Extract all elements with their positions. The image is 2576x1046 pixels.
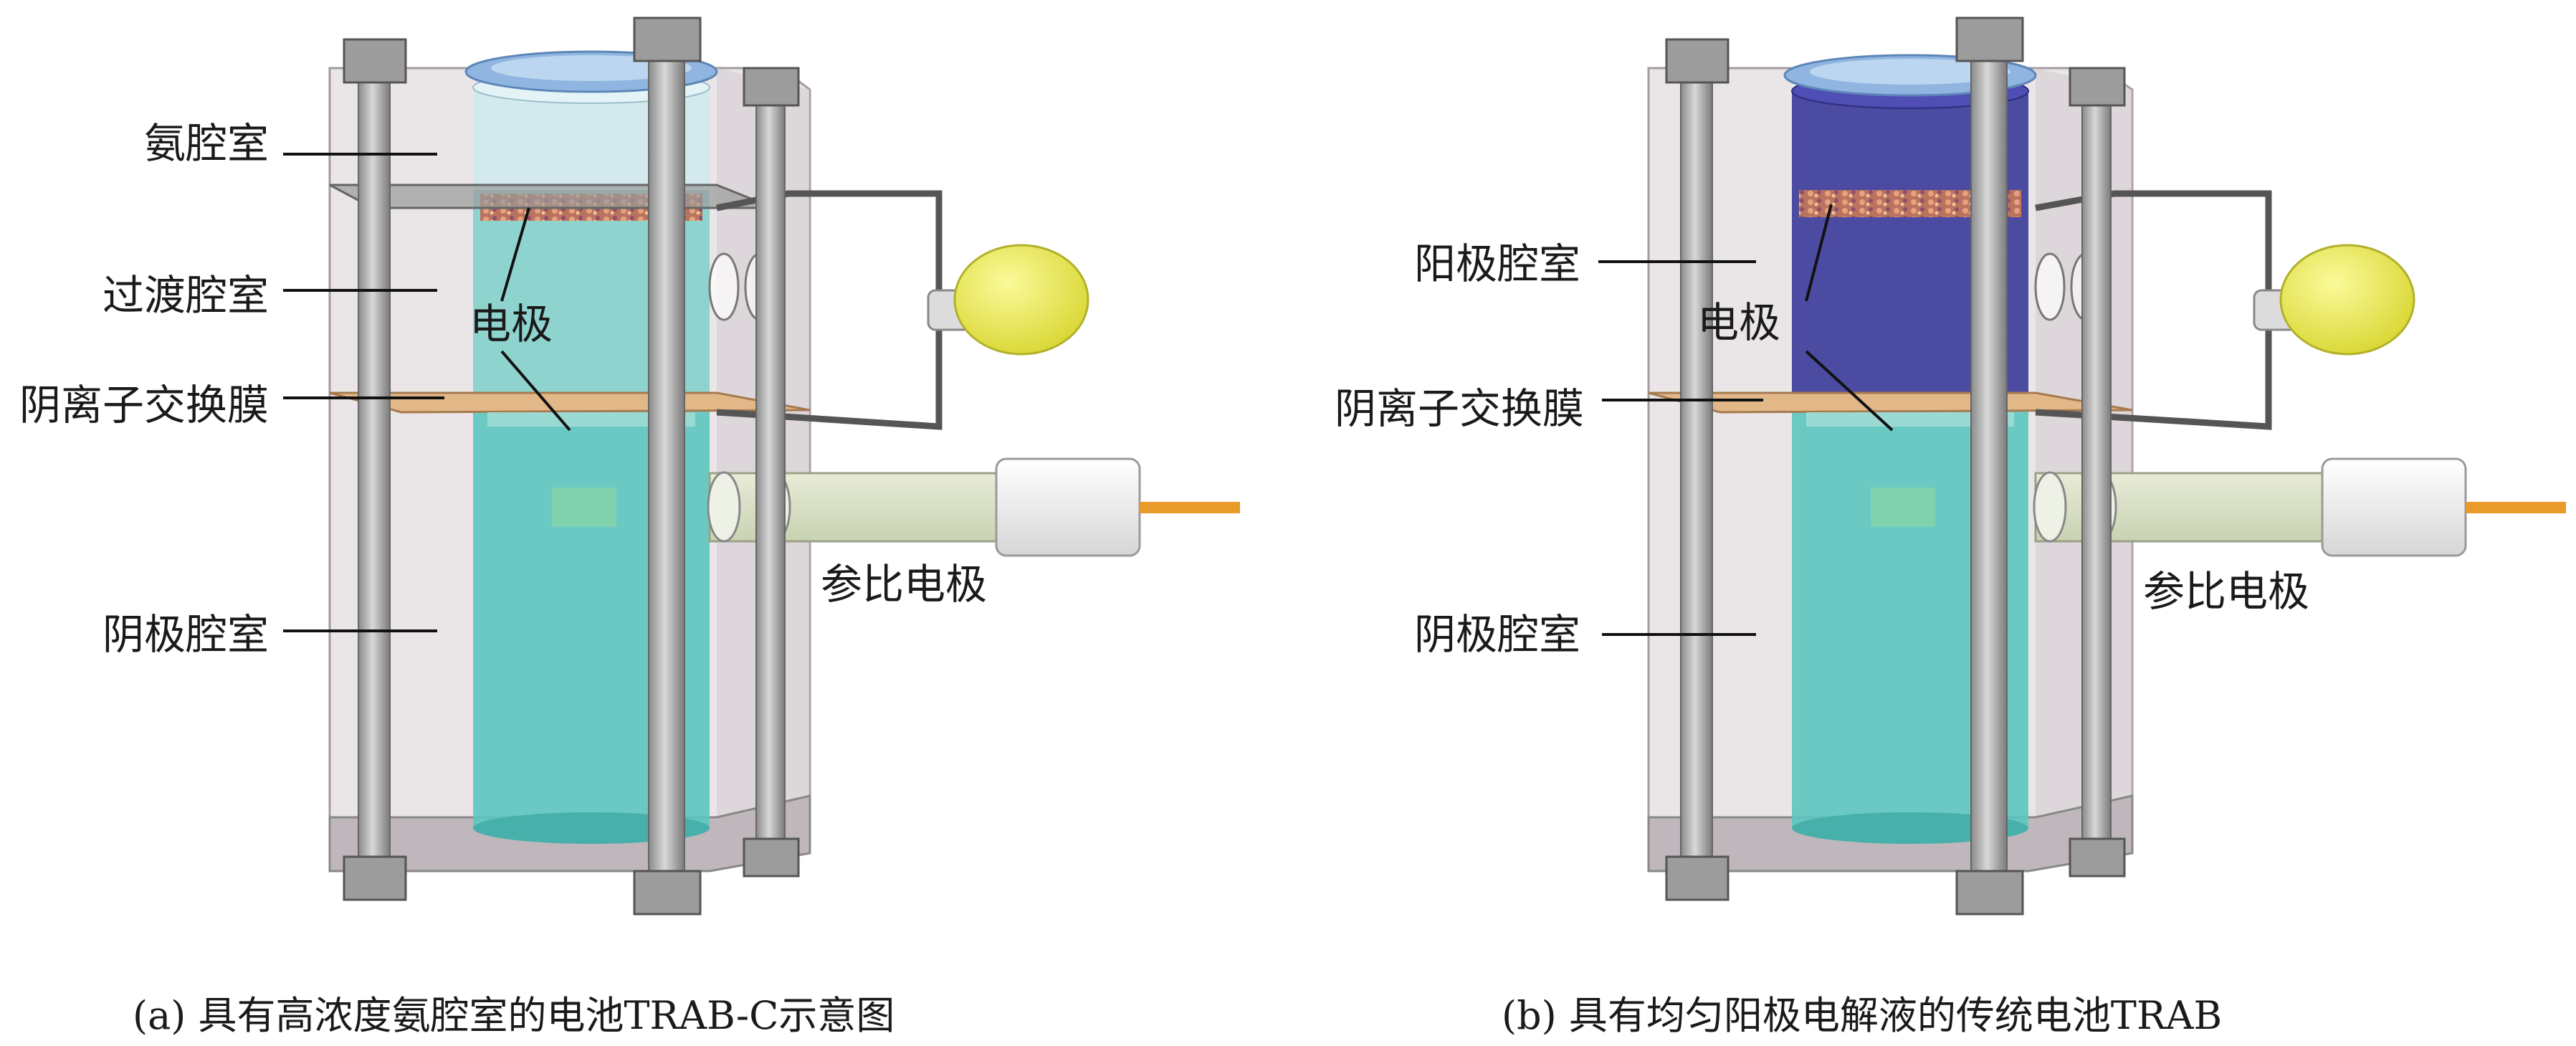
panel-b: 阳极腔室 电极 阴离子交换膜 参比电极 阴极腔室 (b) 具有均匀阳极电解液的传…	[1335, 16, 2566, 1038]
light-bulb-icon	[953, 244, 1089, 356]
label-reference-electrode: 参比电极	[821, 560, 987, 609]
label-membrane: 阴离子交换膜	[1335, 384, 1584, 433]
label-electrode: 电极	[1697, 298, 1780, 347]
tie-rods	[343, 16, 800, 916]
tie-rods	[1665, 16, 2126, 916]
reference-electrode-icon	[552, 457, 1240, 557]
label-membrane: 阴离子交换膜	[19, 381, 269, 429]
label-reference-electrode: 参比电极	[2143, 567, 2309, 616]
membrane-plate	[329, 391, 811, 414]
top-plate	[329, 184, 775, 209]
label-cathode-chamber: 阴极腔室	[102, 610, 269, 659]
light-bulb-icon	[2279, 244, 2415, 356]
label-cathode-chamber: 阴极腔室	[1414, 610, 1580, 659]
caption-b: (b) 具有均匀阳极电解液的传统电池TRAB	[1502, 993, 2222, 1038]
leader-lines	[283, 153, 571, 632]
electrode-bottom	[487, 412, 695, 427]
panel-a: 氨腔室 过渡腔室 电极 阴离子交换膜 参比电极 阴极腔室 (a) 具有高浓度氨腔…	[19, 16, 1240, 1038]
electrode-bottom	[1806, 412, 2014, 427]
label-anode-chamber: 阳极腔室	[1414, 239, 1580, 288]
caption-a: (a) 具有高浓度氨腔室的电池TRAB-C示意图	[133, 993, 895, 1038]
label-transition-chamber: 过渡腔室	[102, 271, 269, 320]
label-electrode: 电极	[469, 300, 553, 348]
label-ammonia-chamber: 氨腔室	[144, 119, 269, 168]
leader-lines	[1598, 204, 1894, 636]
